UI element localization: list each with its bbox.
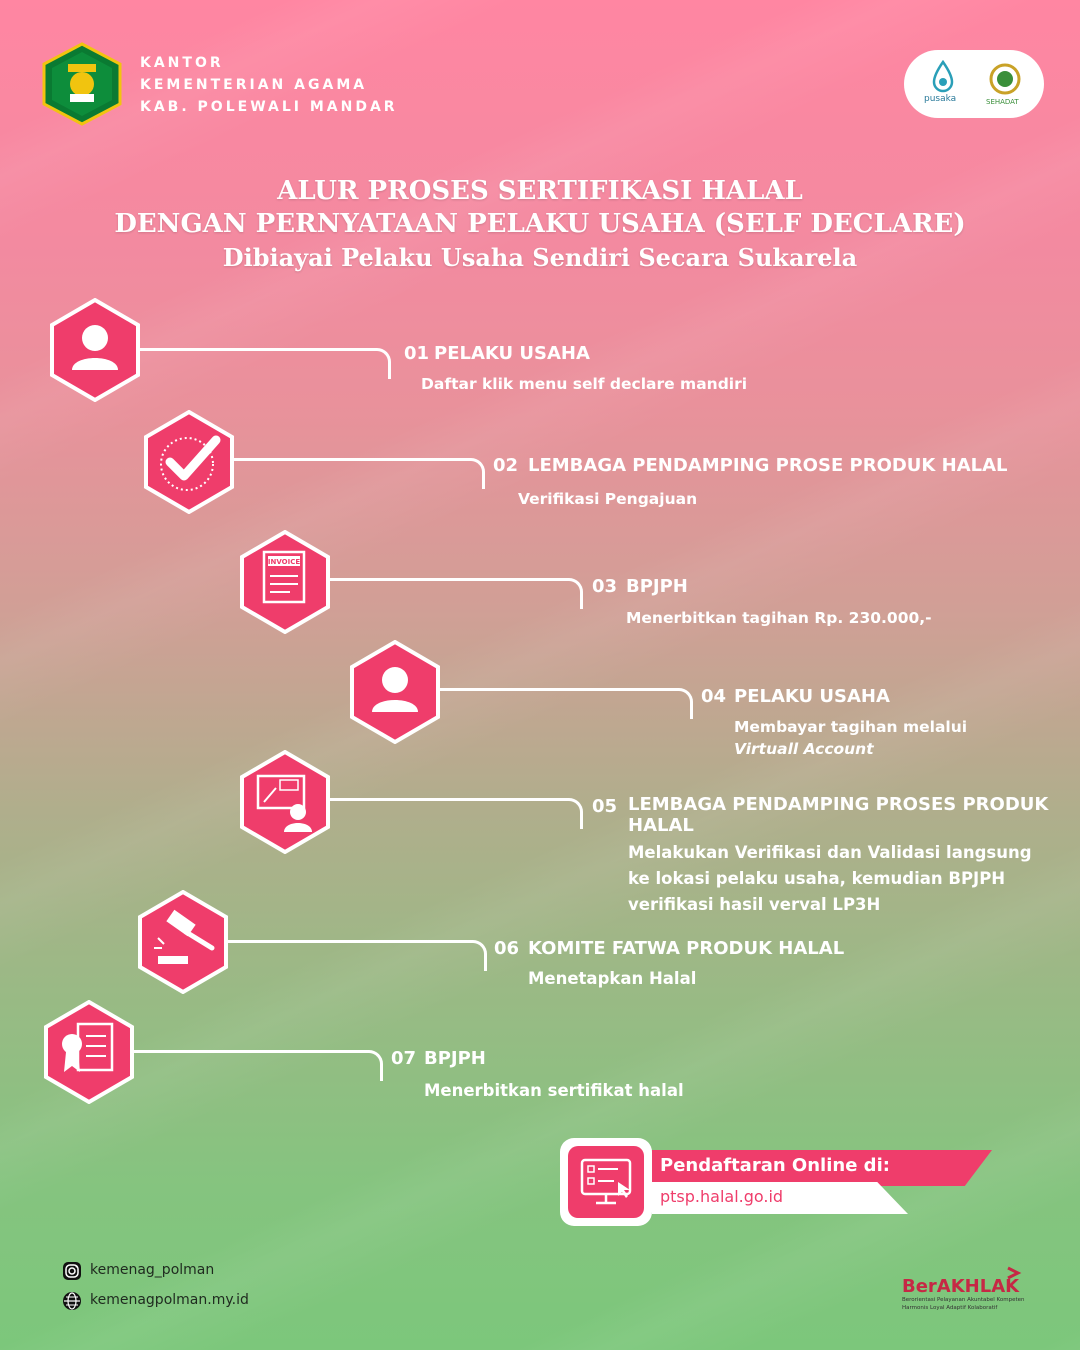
step-01-number: 01 [404,343,430,364]
step-01-title: PELAKU USAHA [434,343,590,364]
certificate-icon [62,1022,114,1072]
step-02-connector [230,458,485,489]
instagram-icon [63,1262,81,1280]
step-03-connector [326,578,583,609]
monitor-form-icon [580,1158,632,1205]
step-01-connector [136,348,391,379]
berakhlak-logo: BerAKHLAK [902,1276,1020,1297]
step-01-desc: Daftar klik menu self declare mandiri [421,375,748,393]
title-line-3: Dibiayai Pelaku Usaha Sendiri Secara Suk… [222,243,858,272]
gavel-icon [154,909,215,964]
berakhlak-tagline: Berorientasi Pelayanan Akuntabel Kompete… [902,1297,1025,1311]
title-line-2: DENGAN PERNYATAAN PELAKU USAHA (SELF DEC… [114,209,966,239]
step-06-connector [224,940,487,971]
org-line-1: KANTOR [140,55,224,71]
kemenag-emblem-icon [42,42,122,126]
step-04-title: PELAKU USAHA [734,686,890,707]
registration-url-band: ptsp.halal.go.id [652,1182,908,1214]
step-05-desc-3: verifikasi hasil verval LP3H [628,895,881,914]
globe-icon [63,1292,81,1310]
presentation-icon [256,774,312,832]
step-06-number: 06 [494,938,520,959]
step-04-desc-2: Virtuall Account [734,740,874,758]
step-05-connector [326,798,583,829]
step-05-title: LEMBAGA PENDAMPING PROSES PRODUK [628,794,1049,815]
step-05-hex [240,750,330,854]
step-04-number: 04 [701,686,727,707]
step-07-connector [130,1050,383,1081]
org-name: KANTOR KEMENTERIAN AGAMA KAB. POLEWALI M… [140,52,398,118]
step-02-title: LEMBAGA PENDAMPING PROSE PRODUK HALAL [528,455,1008,476]
step-04-hex [350,640,440,744]
registration-label: Pendaftaran Online di: [660,1155,890,1176]
pusaka-label: pusaka [924,94,957,104]
step-02-number: 02 [493,455,519,476]
step-07-number: 07 [391,1048,417,1069]
website-link[interactable]: kemenagpolman.my.id [90,1292,249,1308]
step-05-number: 05 [592,796,618,817]
step-02-hex [144,410,234,514]
step-02-desc: Verifikasi Pengajuan [518,490,698,508]
org-line-3: KAB. POLEWALI MANDAR [140,99,398,115]
step-04-desc: Membayar tagihan melalui [734,718,968,736]
step-06-hex [138,890,228,994]
registration-icon-bg [568,1146,644,1218]
step-06-title: KOMITE FATWA PRODUK HALAL [528,938,845,959]
step-05-desc: Melakukan Verifikasi dan Validasi langsu… [628,843,1032,862]
step-03-hex: INVOICE [240,530,330,634]
invoice-icon: INVOICE [262,550,306,604]
check-icon [160,435,221,491]
title-line-1: ALUR PROSES SERTIFIKASI HALAL [277,176,803,206]
sehadat-label: SEHADAT [986,98,1019,106]
step-03-desc: Menerbitkan tagihan Rp. 230.000,- [626,609,932,627]
invoice-icon-text: INVOICE [268,558,300,566]
step-03-number: 03 [592,576,618,597]
step-06-desc: Menetapkan Halal [528,969,697,988]
step-04-connector [436,688,693,719]
user-icon [372,667,418,712]
step-07-title: BPJPH [424,1048,486,1069]
pusaka-logo-icon [932,60,954,93]
user-icon [72,325,118,370]
step-07-desc: Menerbitkan sertifikat halal [424,1081,684,1100]
sehadat-logo-icon [989,63,1021,95]
step-01-hex [50,298,140,402]
step-05-desc-2: ke lokasi pelaku usaha, kemudian BPJPH [628,869,1006,888]
step-05-title-2: HALAL [628,815,694,836]
registration-url-link[interactable]: ptsp.halal.go.id [660,1187,784,1206]
step-07-hex [44,1000,134,1104]
chevron-right-icon [1007,1266,1022,1280]
org-line-2: KEMENTERIAN AGAMA [140,77,368,93]
instagram-handle[interactable]: kemenag_polman [90,1262,215,1278]
partner-logos: pusaka SEHADAT [904,50,1044,118]
registration-label-band: Pendaftaran Online di: [652,1150,992,1186]
step-03-title: BPJPH [626,576,688,597]
